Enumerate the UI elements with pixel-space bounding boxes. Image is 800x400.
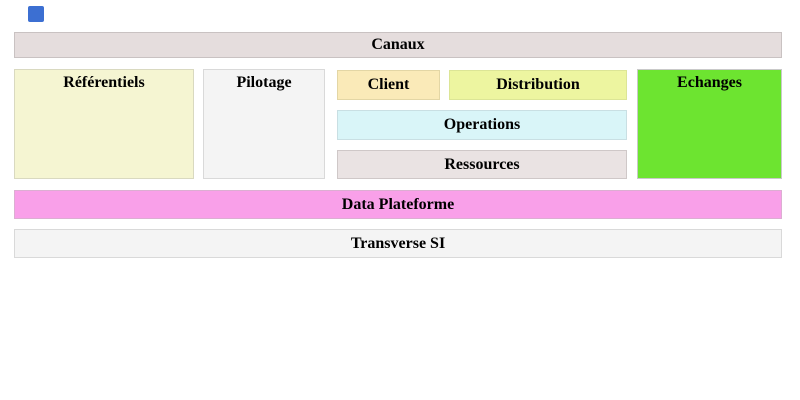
block-distribution-label: Distribution	[496, 76, 580, 93]
block-operations: Operations	[337, 110, 627, 140]
block-transverse-si: Transverse SI	[14, 229, 782, 258]
block-pilotage: Pilotage	[203, 69, 325, 179]
block-referentiels-label: Référentiels	[63, 74, 145, 91]
block-client-label: Client	[367, 76, 410, 93]
blue-square-icon	[28, 6, 44, 22]
block-echanges: Echanges	[637, 69, 782, 179]
block-data-plateforme-label: Data Plateforme	[341, 195, 455, 213]
block-canaux-label: Canaux	[371, 36, 425, 53]
block-client: Client	[337, 70, 440, 100]
block-echanges-label: Echanges	[677, 74, 742, 91]
block-ressources-label: Ressources	[444, 155, 520, 173]
block-distribution: Distribution	[449, 70, 627, 100]
block-transverse-si-label: Transverse SI	[350, 234, 446, 252]
block-referentiels: Référentiels	[14, 69, 194, 179]
block-pilotage-label: Pilotage	[236, 74, 292, 91]
block-data-plateforme: Data Plateforme	[14, 190, 782, 219]
block-ressources: Ressources	[337, 150, 627, 179]
block-canaux: Canaux	[14, 32, 782, 58]
block-operations-label: Operations	[443, 116, 521, 133]
